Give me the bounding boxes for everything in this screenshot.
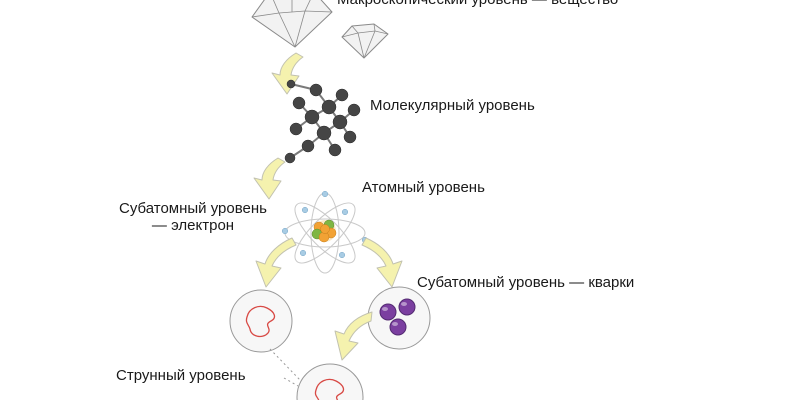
- arrow-quarks-to-string-icon: [334, 311, 373, 361]
- dotted-connector: [269, 348, 302, 382]
- label-atomic-level: Атомный уровень: [362, 179, 485, 196]
- electron-string-circle: [229, 289, 293, 353]
- label-subatomic-electron-level: Субатомный уровень — электрон: [119, 200, 267, 234]
- arrow-macro-to-molecular-icon: [271, 52, 304, 95]
- nucleus-icon: [311, 219, 337, 243]
- diamond-small-icon: [341, 23, 389, 59]
- diamond-large-icon: [251, 0, 333, 48]
- dotted-connector: [283, 377, 299, 387]
- arrow-atomic-to-electron-icon: [255, 237, 297, 288]
- label-macroscopic-level: Макроскопический уровень — вещество: [337, 0, 618, 8]
- string-circle: [296, 363, 364, 400]
- molecule-illustration: [284, 79, 361, 164]
- label-molecular-level: Молекулярный уровень: [370, 97, 535, 114]
- atom-illustration: [281, 190, 369, 274]
- label-subatomic-quarks-level: Субатомный уровень — кварки: [417, 274, 635, 291]
- label-string-level: Струнный уровень: [116, 367, 246, 384]
- arrow-atomic-to-quarks-icon: [361, 237, 403, 288]
- arrow-molecular-to-atomic-icon: [253, 157, 286, 200]
- quark-circle: [367, 286, 431, 350]
